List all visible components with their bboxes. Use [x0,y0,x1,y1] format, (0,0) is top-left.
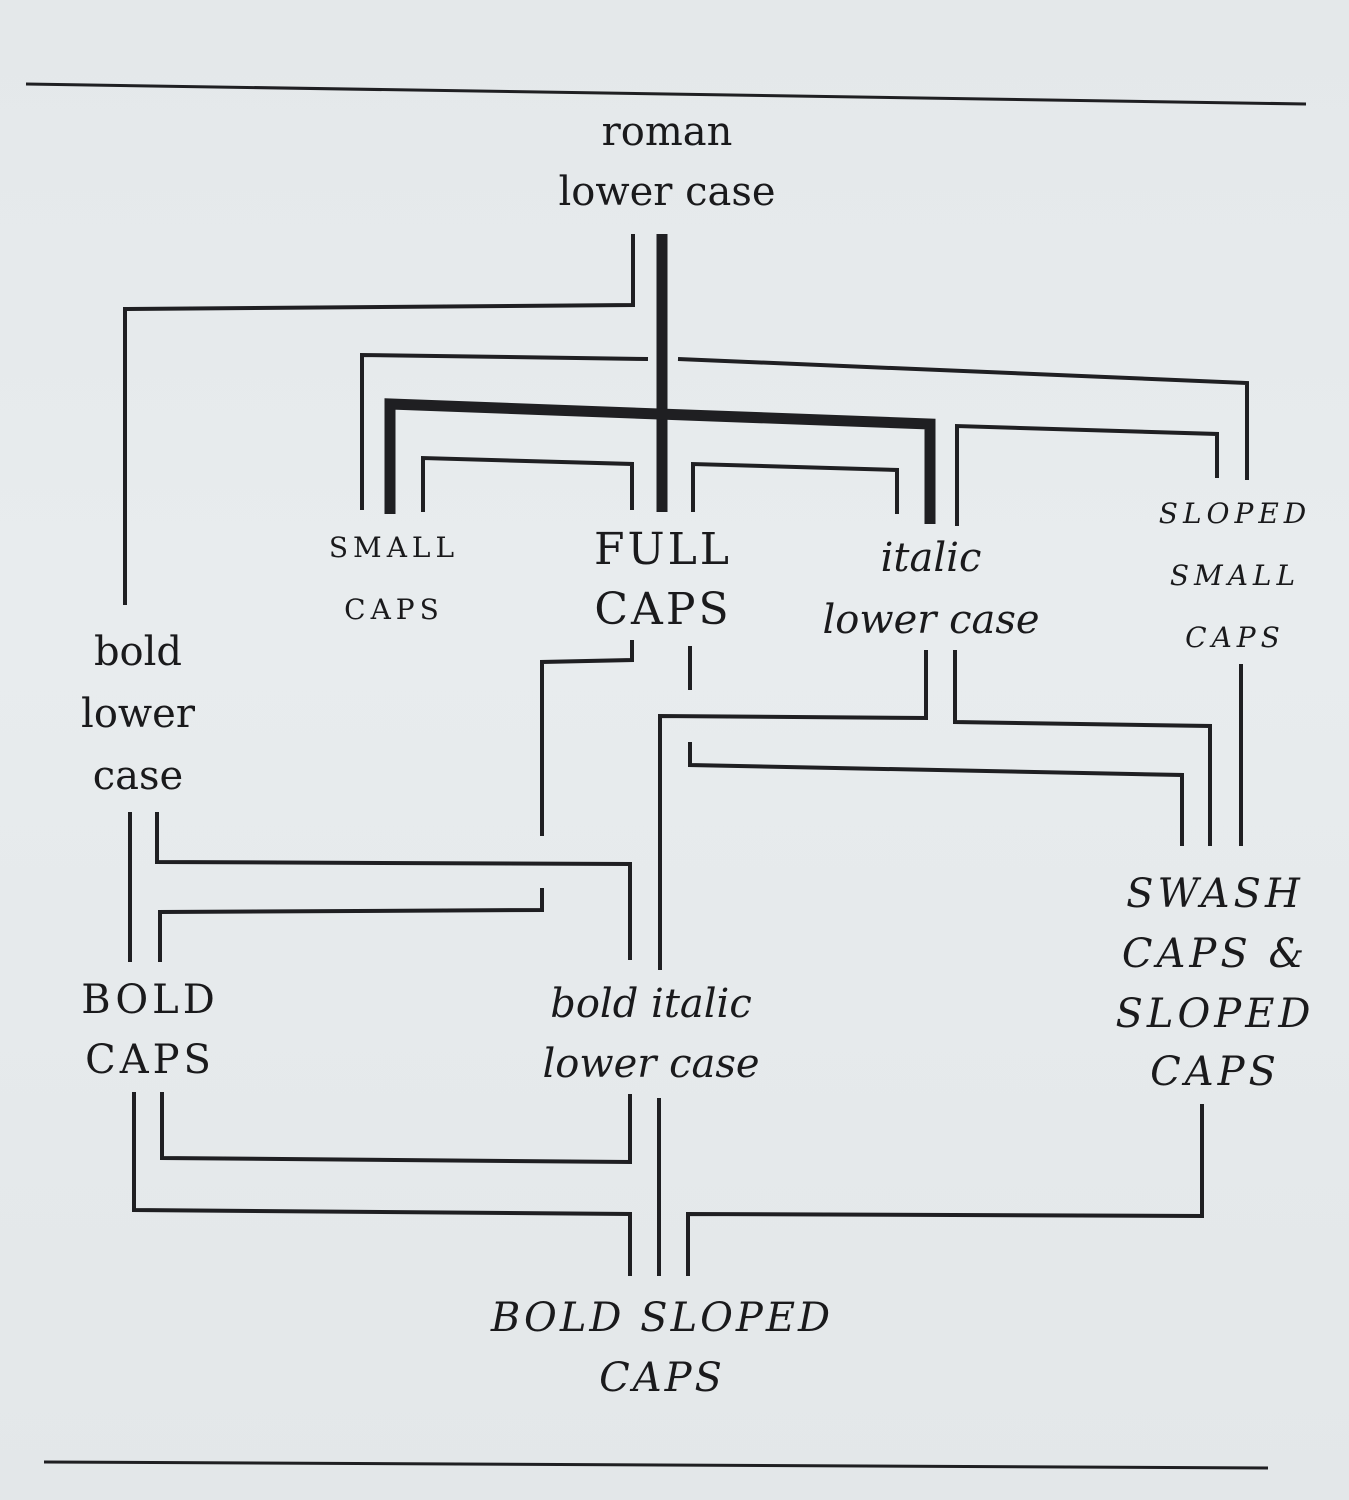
node-line: CAPS [1185,621,1285,654]
node-line: CAPS [85,1037,215,1083]
node-bold-sloped-caps: BOLD SLOPED CAPS [452,1298,872,1398]
edge-italic-sloped [955,423,1219,526]
edge-italic-swash [953,650,1212,846]
node-line: case [92,753,184,799]
node-line: lower [81,691,195,737]
top-rule [25,82,1307,106]
node-line: SWASH [1126,871,1304,917]
edge-fullcaps-boldcaps [540,640,634,836]
node-line: SMALL [1169,559,1301,592]
node-sloped-small-caps: SLOPED SMALL CAPS [1124,500,1346,652]
edge-italic-bolditalic [658,650,928,970]
node-bold-lower-case: bold lower case [58,632,218,796]
bottom-rule [43,1460,1269,1470]
node-line: FULL [593,524,733,575]
node-line: CAPS & [1121,931,1309,977]
node-line: roman [601,109,733,155]
node-line: italic [880,535,982,581]
edge-roman-smallcaps [360,352,649,510]
edge-bold-bolditalic [155,812,632,960]
edge-boldcaps-bolditalic [160,1092,632,1165]
edge-heavy-crossbar [384,398,936,524]
node-line: SLOPED [1115,991,1315,1037]
node-line: CAPS [344,593,444,626]
node-bold-italic-lower-case: bold italic lower case [520,984,782,1084]
edge-swash-boldsloped [686,1104,1204,1276]
edge-fullcaps-swash [688,742,1184,846]
node-line: lower case [822,597,1040,643]
node-line: CAPS [599,1355,725,1401]
edge-boldcaps-join [158,888,544,962]
node-line: CAPS [1150,1049,1280,1095]
node-line: SMALL [328,531,460,564]
edge-boldcaps-boldsloped [132,1092,632,1276]
node-line: bold italic [550,981,752,1027]
node-roman-lower-case: roman lower case [532,112,802,212]
node-italic-lower-case: italic lower case [800,538,1062,640]
node-line: BOLD SLOPED [490,1295,834,1341]
node-small-caps: SMALL CAPS [294,534,494,624]
node-bold-caps: BOLD CAPS [60,980,240,1080]
edge-roman-bold [123,234,635,605]
node-full-caps: FULL CAPS [552,528,774,632]
node-line: SLOPED [1158,497,1312,530]
edge-full-italic [691,461,899,514]
node-line: lower case [542,1041,760,1087]
edge-small-full [421,455,634,512]
node-line: CAPS [594,584,732,635]
edge-roman-sloped [677,357,1249,480]
node-line: lower case [558,169,776,215]
node-line: BOLD [81,977,219,1023]
node-swash-caps: SWASH CAPS & SLOPED CAPS [1098,874,1332,1092]
node-line: bold [93,629,183,675]
